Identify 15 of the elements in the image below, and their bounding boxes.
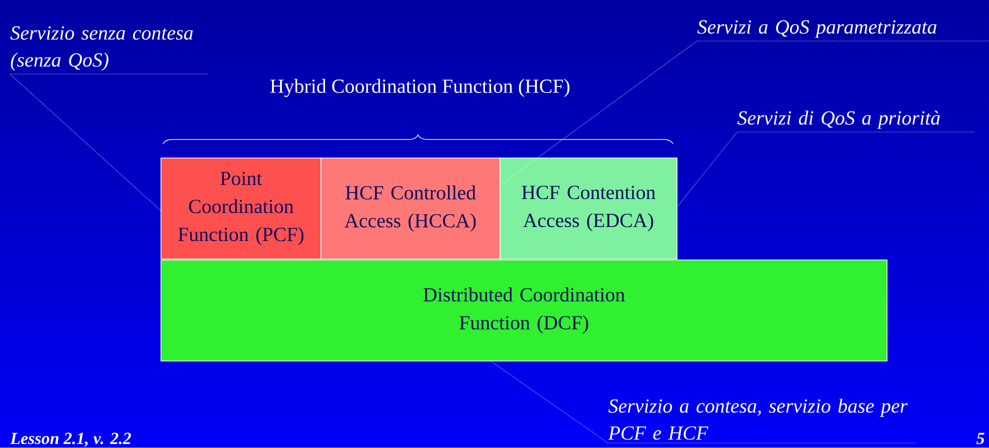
leader-line [491, 361, 916, 444]
process-box: Distributed Coordination Function (DCF) [160, 260, 888, 362]
callout-text: Servizio a contesa, servizio base per PCF e HCF [608, 398, 908, 440]
callout-text: Servizi a QoS parametrizzata [697, 20, 936, 38]
heading-text: Hybrid Coordination Function (HCF) [270, 78, 570, 98]
callout-text: Servizi di QoS a priorità [737, 110, 940, 129]
process-box: HCF Controlled Access (HCCA) [320, 158, 500, 260]
leader-line [500, 40, 989, 186]
leader-line [9, 74, 208, 211]
leader-line [677, 132, 975, 207]
page-number: 5 [976, 432, 984, 444]
process-box: HCF Contention Access (EDCA) [500, 158, 678, 260]
footer-text: Lesson 2.1, v. 2.2 [10, 432, 131, 447]
process-box: Point Coordination Function (PCF) [160, 158, 322, 260]
callout-text: Servizio senza contesa (senza QoS) [10, 26, 193, 71]
